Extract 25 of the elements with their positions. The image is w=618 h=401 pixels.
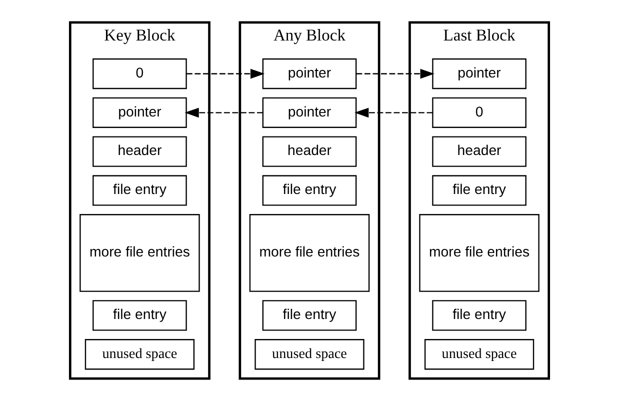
- node-box: header: [262, 136, 356, 167]
- arrow: [186, 68, 264, 79]
- node-box: more file entries: [79, 214, 200, 292]
- arrow: [184, 108, 262, 118]
- node-box: file entry: [92, 175, 186, 206]
- node-box: file entry: [432, 300, 526, 331]
- node-box: file entry: [92, 300, 186, 331]
- node-box: 0: [92, 58, 186, 90]
- arrow: [356, 68, 434, 79]
- node-box: header: [92, 136, 186, 167]
- node-box: file entry: [262, 300, 356, 331]
- node-box: unused space: [84, 339, 194, 370]
- node-box: file entry: [262, 175, 356, 206]
- node-box: pointer: [432, 58, 526, 90]
- node-box: 0: [432, 97, 526, 128]
- node-box: unused space: [254, 339, 364, 370]
- node-box: pointer: [92, 97, 186, 128]
- node-box: more file entries: [418, 214, 539, 292]
- arrow: [354, 108, 432, 118]
- node-box: more file entries: [248, 214, 370, 292]
- node-box: header: [432, 136, 526, 167]
- node-box: pointer: [262, 58, 356, 90]
- node-box: file entry: [432, 175, 526, 206]
- node-box: pointer: [262, 97, 356, 128]
- node-box: unused space: [424, 339, 534, 370]
